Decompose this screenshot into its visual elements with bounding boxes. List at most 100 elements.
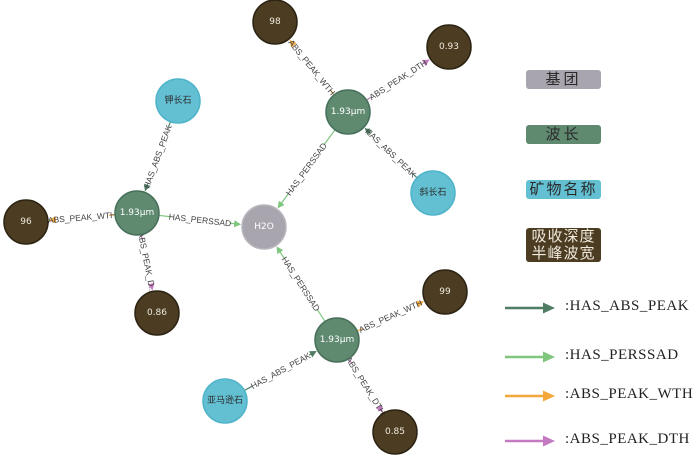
arrowhead-icon bbox=[364, 127, 373, 136]
legend-edge-has-abs-peak: :HAS_ABS_PEAK bbox=[505, 298, 695, 317]
node-label: 钾长石 bbox=[164, 94, 191, 106]
edges-layer: HAS_ABS_PEAK HAS_PERSSAD ABS_PEAK_WTH ABS_P… bbox=[47, 38, 430, 417]
edge-label: HAS_ABS_PEAK bbox=[142, 123, 174, 189]
legend-edge-label: :ABS_PEAK_WTH bbox=[565, 386, 694, 402]
edge-abs-peak-wth[interactable]: ABS_PEAK_WTH bbox=[286, 38, 337, 97]
legend-edge-abs-peak-dth: :ABS_PEAK_DTH bbox=[505, 431, 695, 450]
node-circle bbox=[202, 378, 248, 424]
arrowhead-icon bbox=[276, 246, 284, 255]
node-label: 98 bbox=[269, 17, 281, 27]
edge-label: ABS_PEAK_WTH bbox=[357, 298, 424, 335]
node-label: 1.93μm bbox=[320, 335, 355, 345]
edge-line bbox=[412, 173, 418, 179]
edge-line bbox=[329, 89, 335, 96]
node-wavelength[interactable]: 1.93μm bbox=[325, 89, 371, 135]
node-circle bbox=[426, 24, 472, 70]
node-circle bbox=[422, 269, 468, 315]
node-wavelength[interactable]: 1.93μm bbox=[114, 190, 160, 236]
edge-line bbox=[356, 328, 363, 332]
edge-abs-peak-dth[interactable]: ABS_PEAK_D... bbox=[136, 231, 158, 294]
edge-abs-peak-wth[interactable]: ABS_PEAK_WTH bbox=[47, 210, 116, 226]
edge-has-perssad[interactable]: HAS_PERSSAD bbox=[276, 246, 326, 322]
node-value[interactable]: 0.86 bbox=[134, 290, 180, 336]
node-value[interactable]: 0.85 bbox=[372, 409, 418, 455]
legend-edge-has-perssad: :HAS_PERSSAD bbox=[505, 347, 695, 366]
arrowhead-icon bbox=[277, 200, 285, 209]
node-wavelength[interactable]: 1.93μm bbox=[314, 317, 360, 363]
legend-group-label: 基团 bbox=[545, 70, 582, 88]
node-circle bbox=[134, 290, 180, 336]
edge-line bbox=[244, 385, 253, 392]
edge-line bbox=[366, 96, 372, 101]
node-circle bbox=[410, 170, 456, 216]
node-mineral[interactable]: 钾长石 bbox=[155, 78, 201, 124]
legend-edge-label: :ABS_PEAK_DTH bbox=[565, 431, 690, 447]
edge-abs-peak-wth[interactable]: ABS_PEAK_WTH bbox=[356, 298, 424, 335]
node-label: 0.86 bbox=[147, 308, 167, 318]
arrowhead-icon bbox=[144, 183, 151, 192]
edge-abs-peak-dth[interactable]: ABS_PEAK_DTH bbox=[366, 58, 430, 102]
edge-line bbox=[140, 234, 144, 241]
node-label: 96 bbox=[20, 217, 32, 227]
node-mineral[interactable]: 斜长石 bbox=[410, 170, 456, 216]
edge-abs-peak-dth[interactable]: ABS_PEAK_DTH bbox=[344, 355, 388, 417]
legend-edge-label: :HAS_ABS_PEAK bbox=[565, 298, 690, 314]
node-value[interactable]: 99 bbox=[422, 269, 468, 315]
legend-value-line2: 半峰波宽 bbox=[531, 244, 596, 262]
node-value[interactable]: 0.93 bbox=[426, 24, 472, 70]
edge-label: ABS_PEAK_DTH bbox=[344, 355, 388, 417]
arrowhead-icon bbox=[543, 390, 555, 402]
edge-has-abs-peak[interactable]: HAS_ABS_PEAK bbox=[363, 126, 418, 179]
node-label: 1.93μm bbox=[120, 208, 155, 218]
edge-line bbox=[280, 193, 290, 205]
arrowhead-icon bbox=[421, 59, 430, 67]
legend-mineral-label: 矿物名称 bbox=[529, 180, 598, 198]
edge-has-perssad[interactable]: HAS_PERSSAD bbox=[277, 129, 336, 209]
arrow-icon bbox=[505, 435, 555, 447]
legend-group: 基团 bbox=[526, 70, 601, 89]
node-circle bbox=[314, 317, 360, 363]
edge-label: HAS_PERSSAD bbox=[168, 212, 232, 229]
arrowhead-icon bbox=[147, 282, 155, 291]
edge-label: HAS_PERSSAD bbox=[280, 255, 323, 313]
edge-has-abs-peak[interactable]: HAS_ABS_PEAK bbox=[142, 121, 174, 192]
node-label: 斜长石 bbox=[419, 186, 446, 198]
edge-label: HAS_ABS_PEAK bbox=[249, 350, 313, 391]
node-circle bbox=[155, 78, 201, 124]
arrowhead-icon bbox=[543, 302, 555, 314]
node-label: H2O bbox=[254, 222, 274, 232]
arrow-icon bbox=[505, 390, 555, 402]
edge-line bbox=[158, 214, 171, 218]
node-label: 0.85 bbox=[385, 427, 405, 437]
legend-wavelength-label: 波长 bbox=[545, 125, 582, 143]
arrowhead-icon bbox=[233, 220, 242, 228]
arrowhead-icon bbox=[308, 351, 317, 358]
arrowhead-icon bbox=[416, 300, 424, 308]
node-value[interactable]: 98 bbox=[252, 0, 298, 45]
edge-label: ABS_PEAK_DTH bbox=[367, 58, 428, 102]
node-label: 99 bbox=[439, 287, 451, 297]
node-circle bbox=[252, 0, 298, 45]
legend-mineral: 矿物名称 bbox=[526, 180, 601, 199]
arrowhead-icon bbox=[543, 351, 555, 363]
node-mineral[interactable]: 亚马逊石 bbox=[202, 378, 248, 424]
node-value[interactable]: 96 bbox=[3, 199, 49, 245]
edge-label: ABS_PEAK_WTH bbox=[47, 210, 116, 226]
edge-label: HAS_ABS_PEAK bbox=[363, 126, 418, 179]
arrowhead-icon bbox=[543, 435, 555, 447]
node-label: 1.93μm bbox=[331, 107, 366, 117]
legend-edge-label: :HAS_PERSSAD bbox=[565, 347, 679, 363]
node-group[interactable]: H2O bbox=[241, 204, 287, 250]
edge-has-abs-peak[interactable]: HAS_ABS_PEAK bbox=[244, 350, 317, 392]
node-label: 0.93 bbox=[439, 42, 459, 52]
edge-has-perssad[interactable]: HAS_PERSSAD bbox=[158, 212, 242, 229]
node-circle bbox=[3, 199, 49, 245]
edge-line bbox=[167, 121, 172, 128]
edge-label: ABS_PEAK_WTH bbox=[286, 38, 337, 97]
arrowhead-icon bbox=[48, 216, 57, 224]
node-label: 亚马逊石 bbox=[207, 395, 243, 406]
arrow-icon bbox=[505, 351, 555, 363]
edge-line bbox=[316, 308, 326, 322]
